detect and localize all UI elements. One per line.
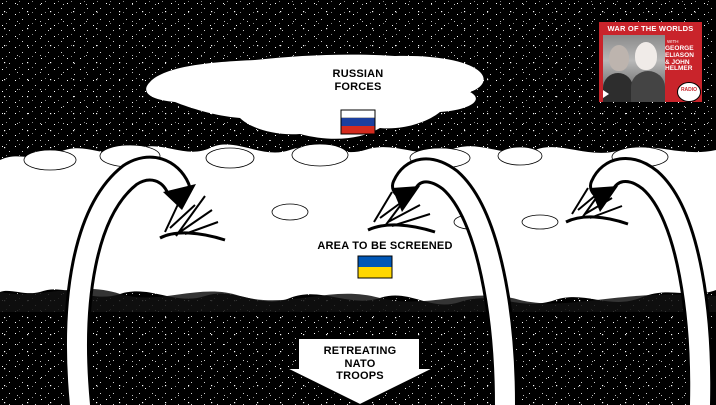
retreat-arrow xyxy=(284,337,436,405)
ukraine-flag xyxy=(357,255,393,279)
host-name-line: HELMER xyxy=(665,65,693,73)
play-icon[interactable] xyxy=(603,90,609,98)
host-name-line: & JOHN xyxy=(665,58,690,66)
attack-arrow-right xyxy=(589,157,714,405)
radio-logo-text: RADIO xyxy=(680,87,698,93)
retreating-nato-troops-label: RETREATING NATO TROOPS xyxy=(300,345,420,383)
retreating-troops-line: NATO xyxy=(344,357,376,370)
attack-arrow-left xyxy=(64,155,196,405)
russian-forces-line: FORCES xyxy=(334,80,382,93)
russian-flag xyxy=(340,109,376,135)
explosion-center xyxy=(367,189,436,234)
explosion-left xyxy=(159,195,226,242)
retreating-troops-line: TROOPS xyxy=(336,370,384,383)
host-face-2 xyxy=(635,42,657,70)
thumbnail-host-names: GEORGE ELIASON & JOHN HELMER xyxy=(665,45,702,73)
thumbnail-with: WITH xyxy=(667,39,679,44)
russian-forces-cloud xyxy=(146,54,484,139)
attack-arrow-center xyxy=(391,157,518,405)
host-name-line: ELIASON xyxy=(665,51,694,59)
russian-forces-label: RUSSIAN FORCES xyxy=(306,68,410,93)
host-name-line: GEORGE xyxy=(665,45,694,52)
podcast-thumbnail[interactable]: WAR OF THE WORLDS WITH GEORGE ELIASON & … xyxy=(599,22,702,102)
thumbnail-title: WAR OF THE WORLDS xyxy=(607,24,694,33)
hosts-photo xyxy=(603,35,665,102)
radio-logo: RADIO xyxy=(677,82,701,102)
retreating-troops-line: RETREATING xyxy=(323,345,397,357)
host-shoulder-2 xyxy=(631,71,665,102)
area-to-be-screened-label: AREA TO BE SCREENED xyxy=(317,240,453,252)
russian-forces-line: RUSSIAN xyxy=(332,68,384,80)
host-face-1 xyxy=(609,45,629,71)
ground-shading xyxy=(0,288,716,312)
